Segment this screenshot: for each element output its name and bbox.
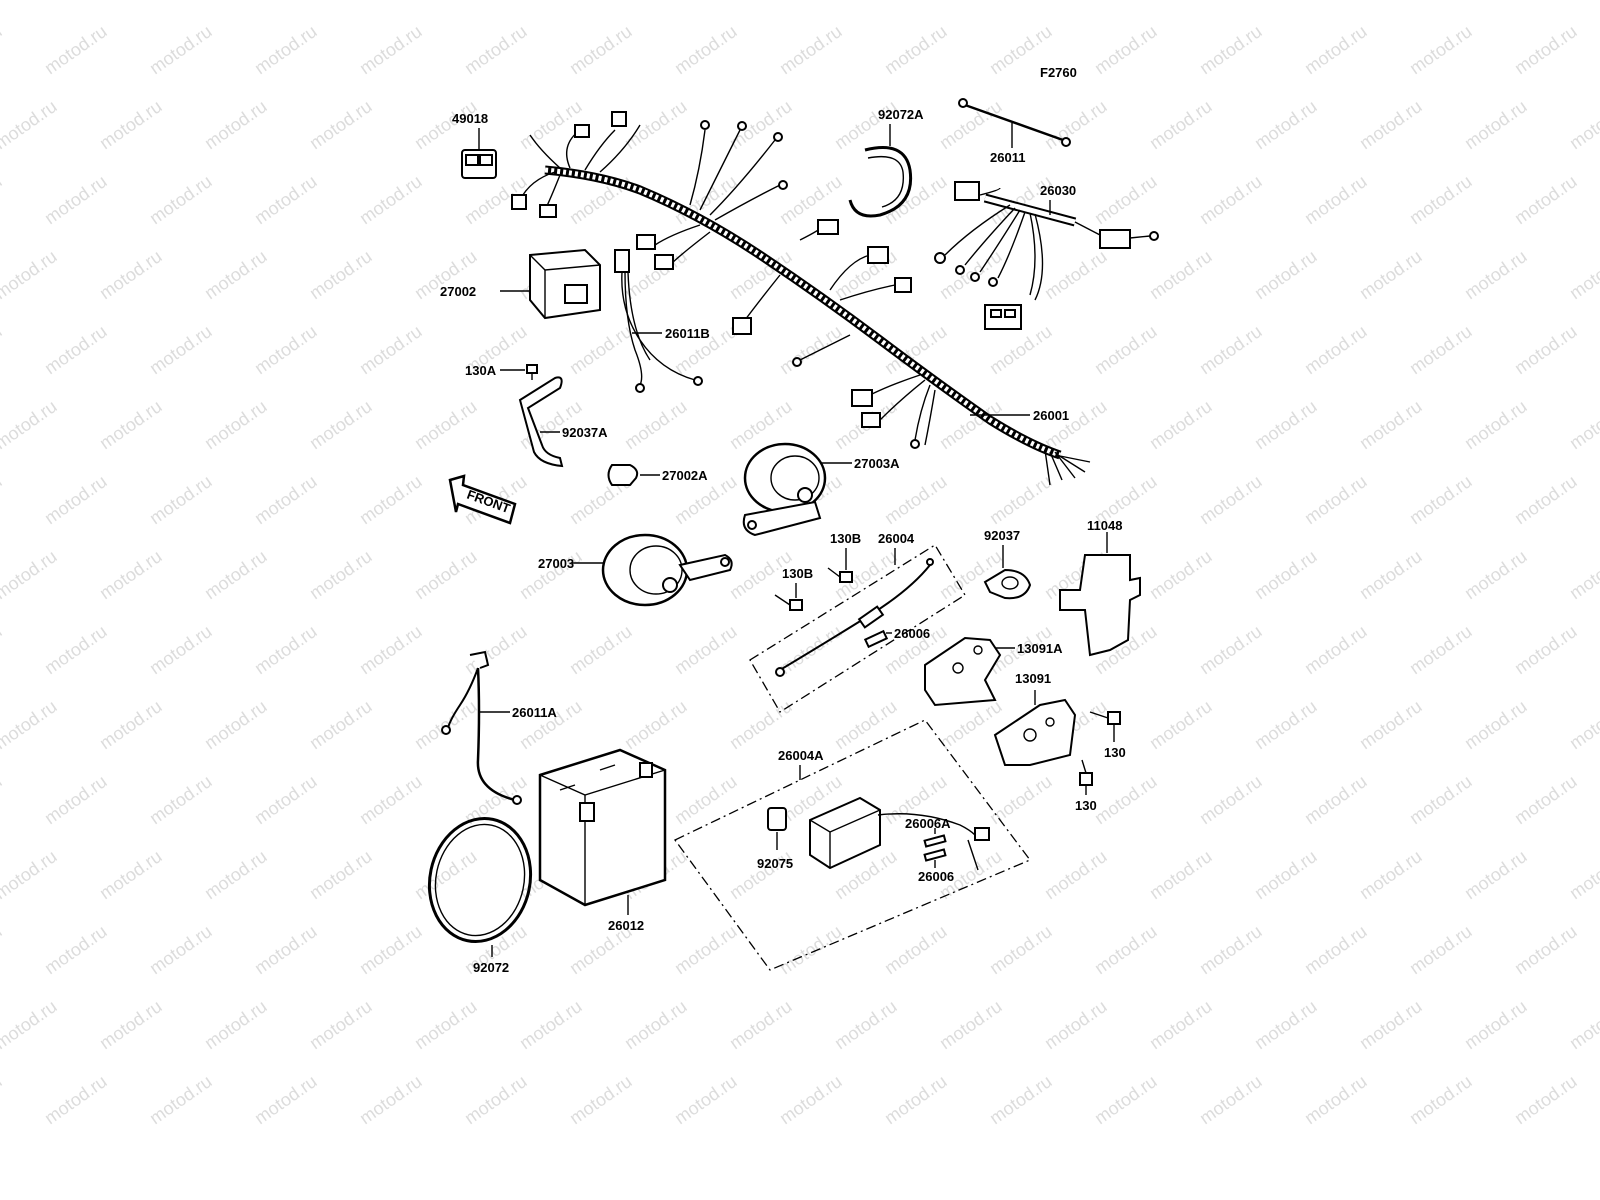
part-130A-screw: 130A [465, 363, 538, 380]
part-26012-battery: 26012 [538, 748, 667, 933]
label-92072: 92072 [473, 960, 509, 975]
part-26030-subharness: 26030 [934, 181, 1159, 330]
part-130-bolt-upper: 130 [1089, 711, 1126, 760]
front-direction-arrow: FRONT [448, 474, 517, 525]
label-11048: 11048 [1087, 518, 1122, 533]
label-26006-upper: 26006 [894, 626, 930, 641]
label-92075: 92075 [757, 856, 793, 871]
label-130B-lower: 130B [782, 566, 813, 581]
label-130-upper: 130 [1104, 745, 1126, 760]
part-26006A-fuse: 26006A [905, 816, 951, 848]
label-92037: 92037 [984, 528, 1020, 543]
part-26011B-lead: 26011B [614, 249, 710, 393]
label-26001: 26001 [1033, 408, 1069, 423]
part-92037-clip: 92037 [983, 528, 1032, 600]
label-27003: 27003 [538, 556, 574, 571]
part-27002A-cap: 27002A [607, 464, 708, 486]
part-27003A-horn: 27003A [742, 442, 900, 537]
part-26001-main-harness: 26001 [511, 111, 1091, 486]
label-130A: 130A [465, 363, 497, 378]
part-27003-horn: 27003 [538, 533, 733, 607]
label-92037A: 92037A [562, 425, 608, 440]
part-130B-bolt-lower: 130B [774, 566, 813, 611]
label-27002A: 27002A [662, 468, 708, 483]
label-130B-upper: 130B [830, 531, 861, 546]
label-13091: 13091 [1015, 671, 1051, 686]
label-13091A: 13091A [1017, 641, 1063, 656]
label-130-lower: 130 [1075, 798, 1097, 813]
label-26004: 26004 [878, 531, 915, 546]
part-130B-bolt-upper: 130B [827, 531, 861, 583]
label-26011: 26011 [990, 150, 1025, 165]
part-26004-lead-set: 26004 [749, 531, 966, 713]
part-13091-bracket: 13091 [993, 671, 1077, 766]
part-13091A-bracket: 13091A [924, 636, 1063, 707]
figure-code: F2760 [1040, 65, 1077, 80]
part-92075-cap: 92075 [757, 807, 793, 871]
label-26006-lower: 26006 [918, 869, 954, 884]
part-92072-battery-band: 92072 [427, 816, 533, 975]
label-26006A: 26006A [905, 816, 951, 831]
label-26011A: 26011A [512, 705, 557, 720]
label-26004A: 26004A [778, 748, 824, 763]
label-27003A: 27003A [854, 456, 900, 471]
label-26011B: 26011B [665, 326, 710, 341]
part-92037A-clamp: 92037A [518, 376, 608, 468]
part-11048-bracket: 11048 [1059, 518, 1141, 657]
part-26004A-regulator-set: 26004A [674, 719, 1032, 971]
part-26006-fuse-lower: 26006 [918, 848, 954, 884]
label-26012: 26012 [608, 918, 644, 933]
label-49018: 49018 [452, 111, 488, 126]
part-92072A-band: 92072A [848, 107, 924, 218]
part-27002-relay: 27002 [440, 248, 601, 320]
part-26006-fuse-upper: 26006 [863, 626, 930, 649]
part-26011-lead: 26011 [958, 98, 1071, 165]
part-130-bolt-lower: 130 [1075, 759, 1097, 813]
label-27002: 27002 [440, 284, 476, 299]
part-26011A-ground-lead: 26011A [441, 650, 557, 805]
label-92072A: 92072A [878, 107, 924, 122]
label-26030: 26030 [1040, 183, 1076, 198]
part-49018-connector: 49018 [452, 111, 497, 179]
